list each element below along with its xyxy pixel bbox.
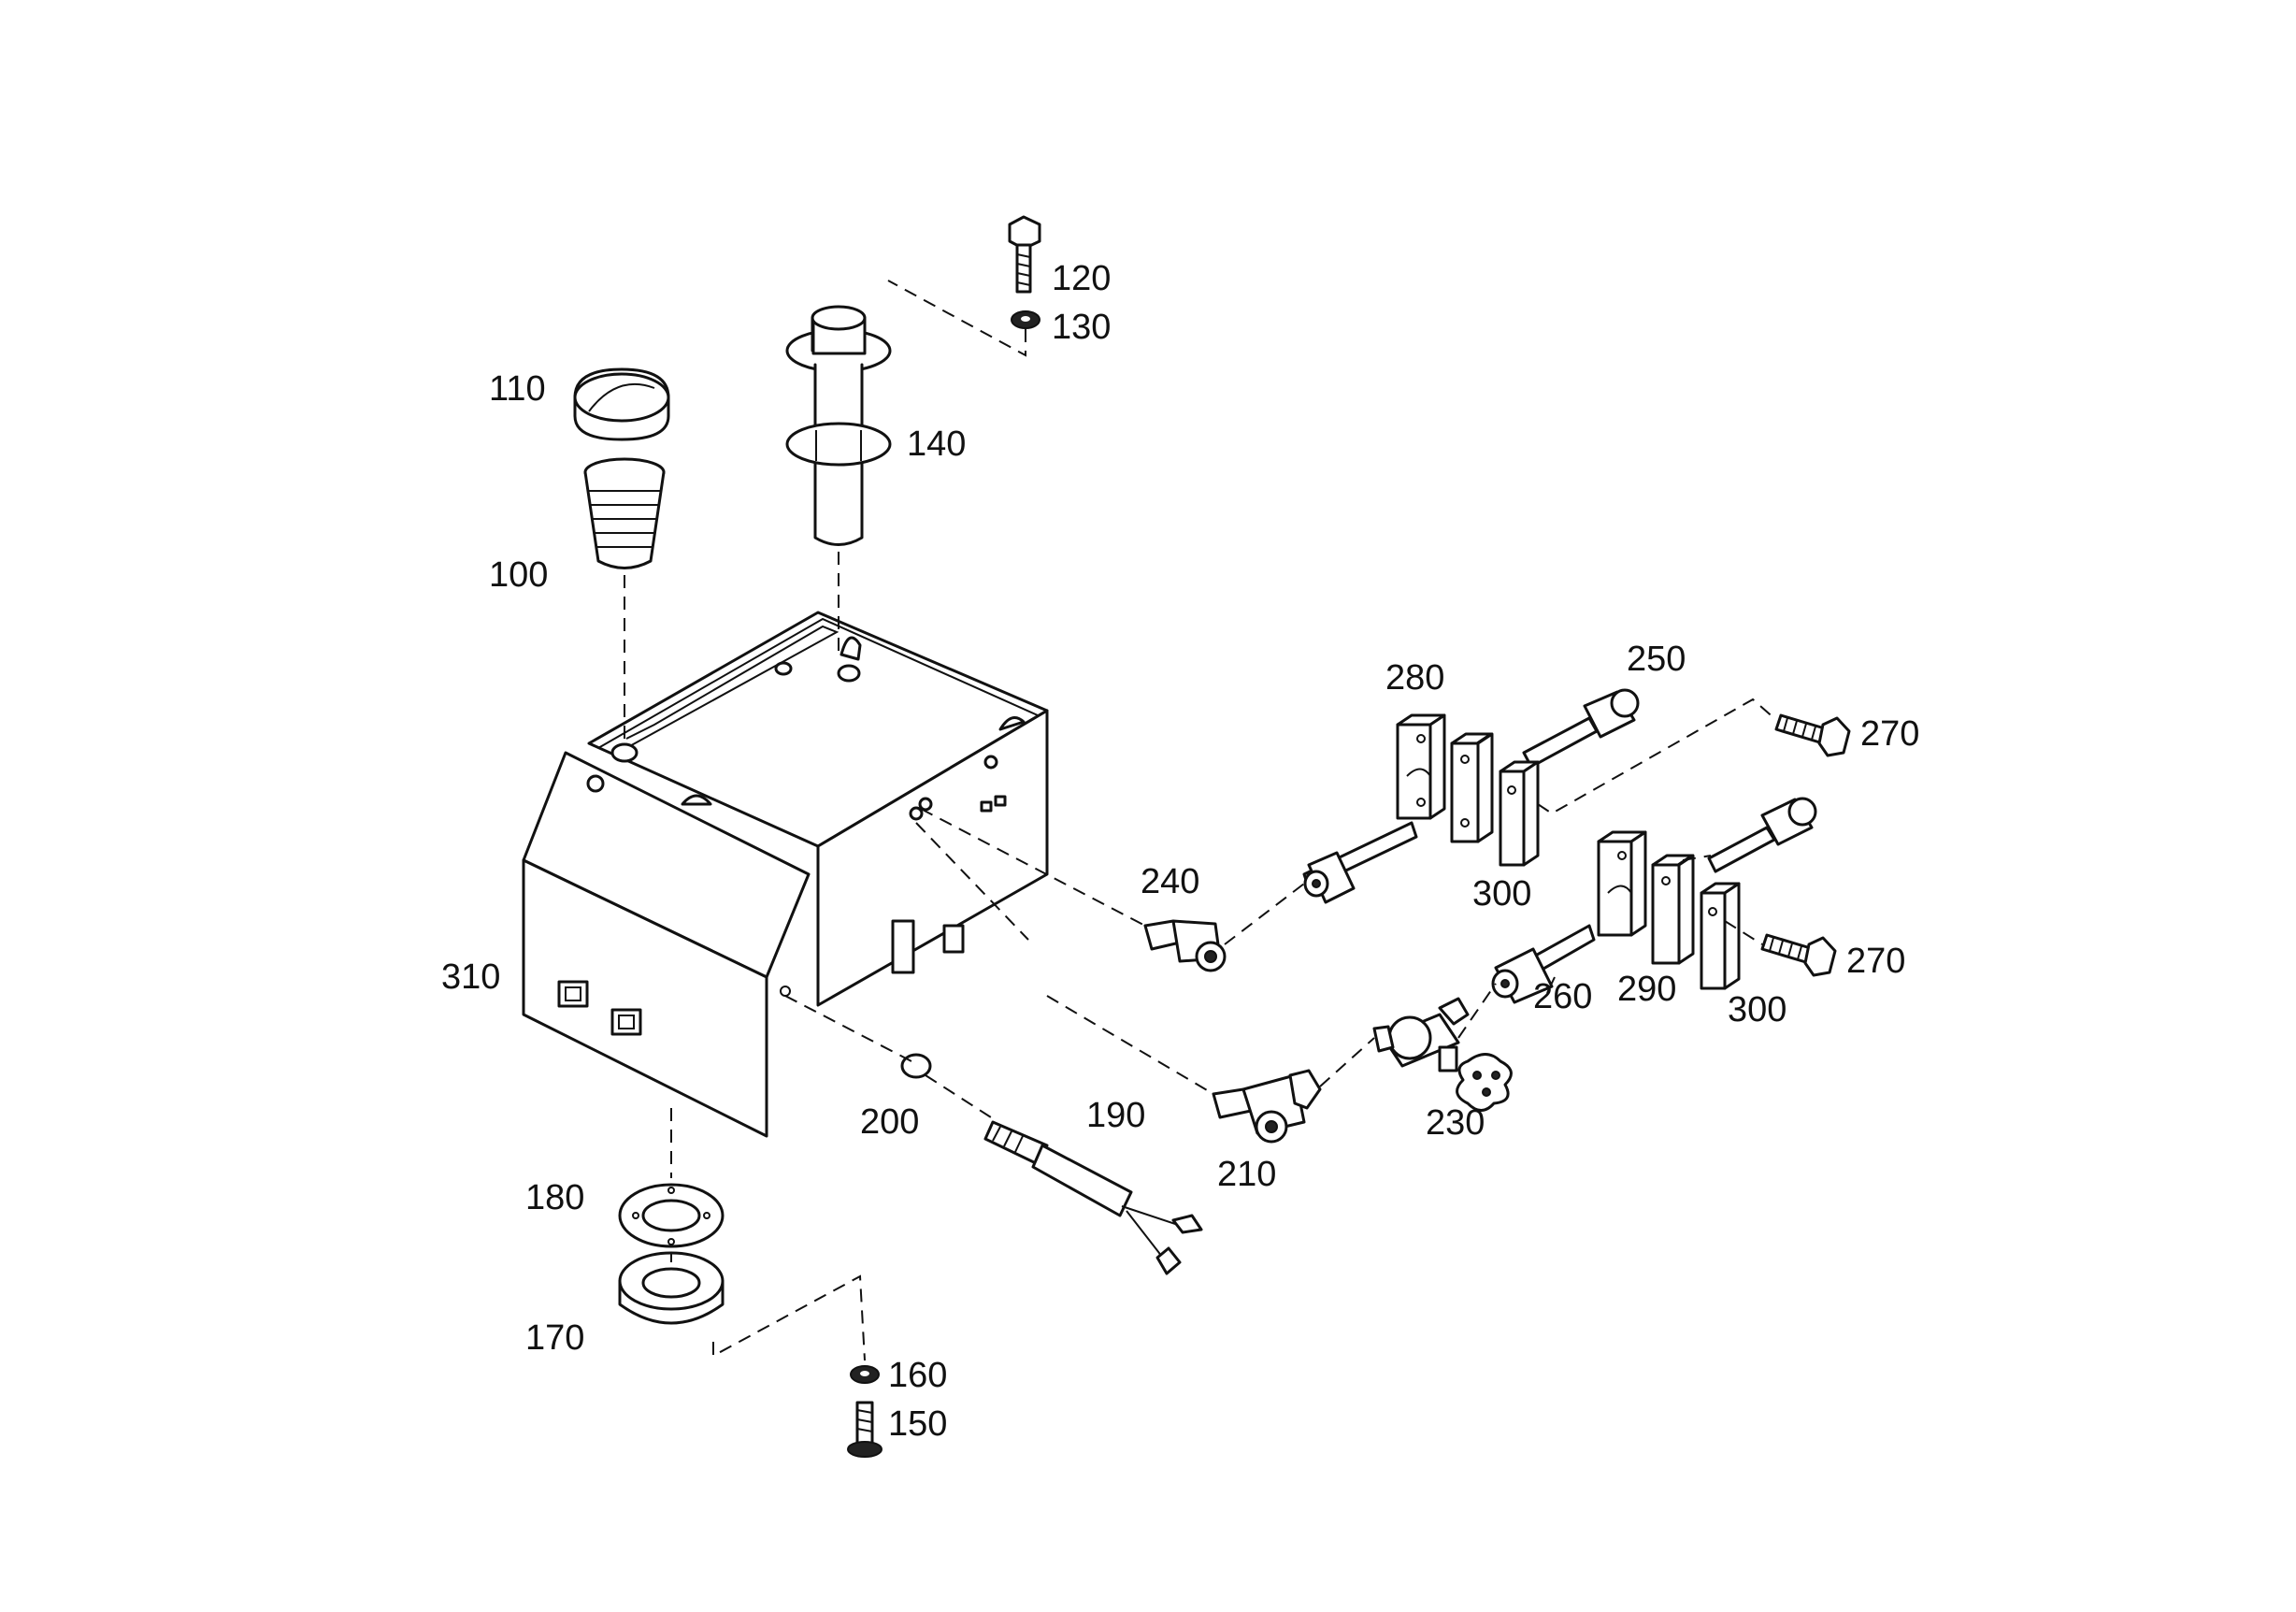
tank-body (522, 611, 1049, 1138)
callout-290: 290 (1617, 970, 1676, 1009)
callout-140: 140 (907, 425, 966, 464)
elbow-fitting-210 (1212, 1069, 1322, 1144)
callout-270-upper: 270 (1860, 714, 1919, 754)
callout-160: 160 (888, 1356, 947, 1395)
clamp-plate-300-upper (1499, 760, 1540, 867)
callout-190: 190 (1086, 1096, 1145, 1135)
callout-240: 240 (1141, 862, 1199, 901)
clamp-plate-300-lower (1700, 882, 1741, 990)
callout-250: 250 (1627, 640, 1686, 679)
callout-280: 280 (1385, 658, 1444, 698)
bolt-250-lower (1707, 797, 1817, 873)
level-sensor-190 (983, 1120, 1203, 1275)
callout-300-lower: 300 (1728, 990, 1787, 1029)
callout-110: 110 (489, 369, 546, 409)
leader-260 (1546, 976, 1556, 994)
flange-gasket-180 (618, 1183, 725, 1248)
clamp-280-b (1450, 732, 1494, 843)
callout-180: 180 (525, 1178, 584, 1217)
callout-270-lower: 270 (1846, 942, 1905, 981)
callout-100: 100 (489, 555, 548, 595)
clamp-280 (1396, 713, 1446, 820)
sight-window-left (557, 980, 589, 1008)
flange-ring-170 (618, 1251, 725, 1325)
clamp-290-b (1651, 854, 1695, 965)
elbow-fitting-240 (1143, 919, 1227, 972)
callout-130: 130 (1052, 308, 1111, 347)
valve-230 (1372, 997, 1513, 1112)
callout-labels: 120 130 110 140 100 250 280 270 240 300 … (441, 259, 1919, 1444)
callout-120: 120 (1052, 259, 1111, 298)
callout-200: 200 (860, 1102, 919, 1142)
hose-fitting-260 (1491, 924, 1596, 1004)
callout-310: 310 (441, 957, 500, 997)
bolt-250-upper (1522, 688, 1640, 769)
bolt-270-lower (1760, 933, 1837, 977)
filler-boss (610, 742, 639, 763)
callout-260: 260 (1533, 977, 1592, 1016)
callout-230: 230 (1426, 1103, 1485, 1143)
washer-160 (850, 1365, 880, 1384)
sight-window-right (610, 1008, 642, 1036)
clamp-290 (1597, 830, 1647, 937)
callout-150: 150 (888, 1404, 947, 1444)
callout-170: 170 (525, 1318, 584, 1358)
vent-pipe (785, 305, 892, 546)
bolt-270-upper (1774, 713, 1851, 757)
strainer-basket (583, 457, 666, 569)
callout-210: 210 (1217, 1155, 1276, 1194)
hose-fitting-upper (1302, 821, 1418, 904)
bolt-120 (1008, 215, 1041, 294)
screw-150 (847, 1401, 883, 1458)
washer-130 (1011, 310, 1040, 329)
assembly-lines (624, 280, 1777, 1361)
callout-300-upper: 300 (1472, 874, 1531, 914)
filler-cap (573, 367, 670, 441)
